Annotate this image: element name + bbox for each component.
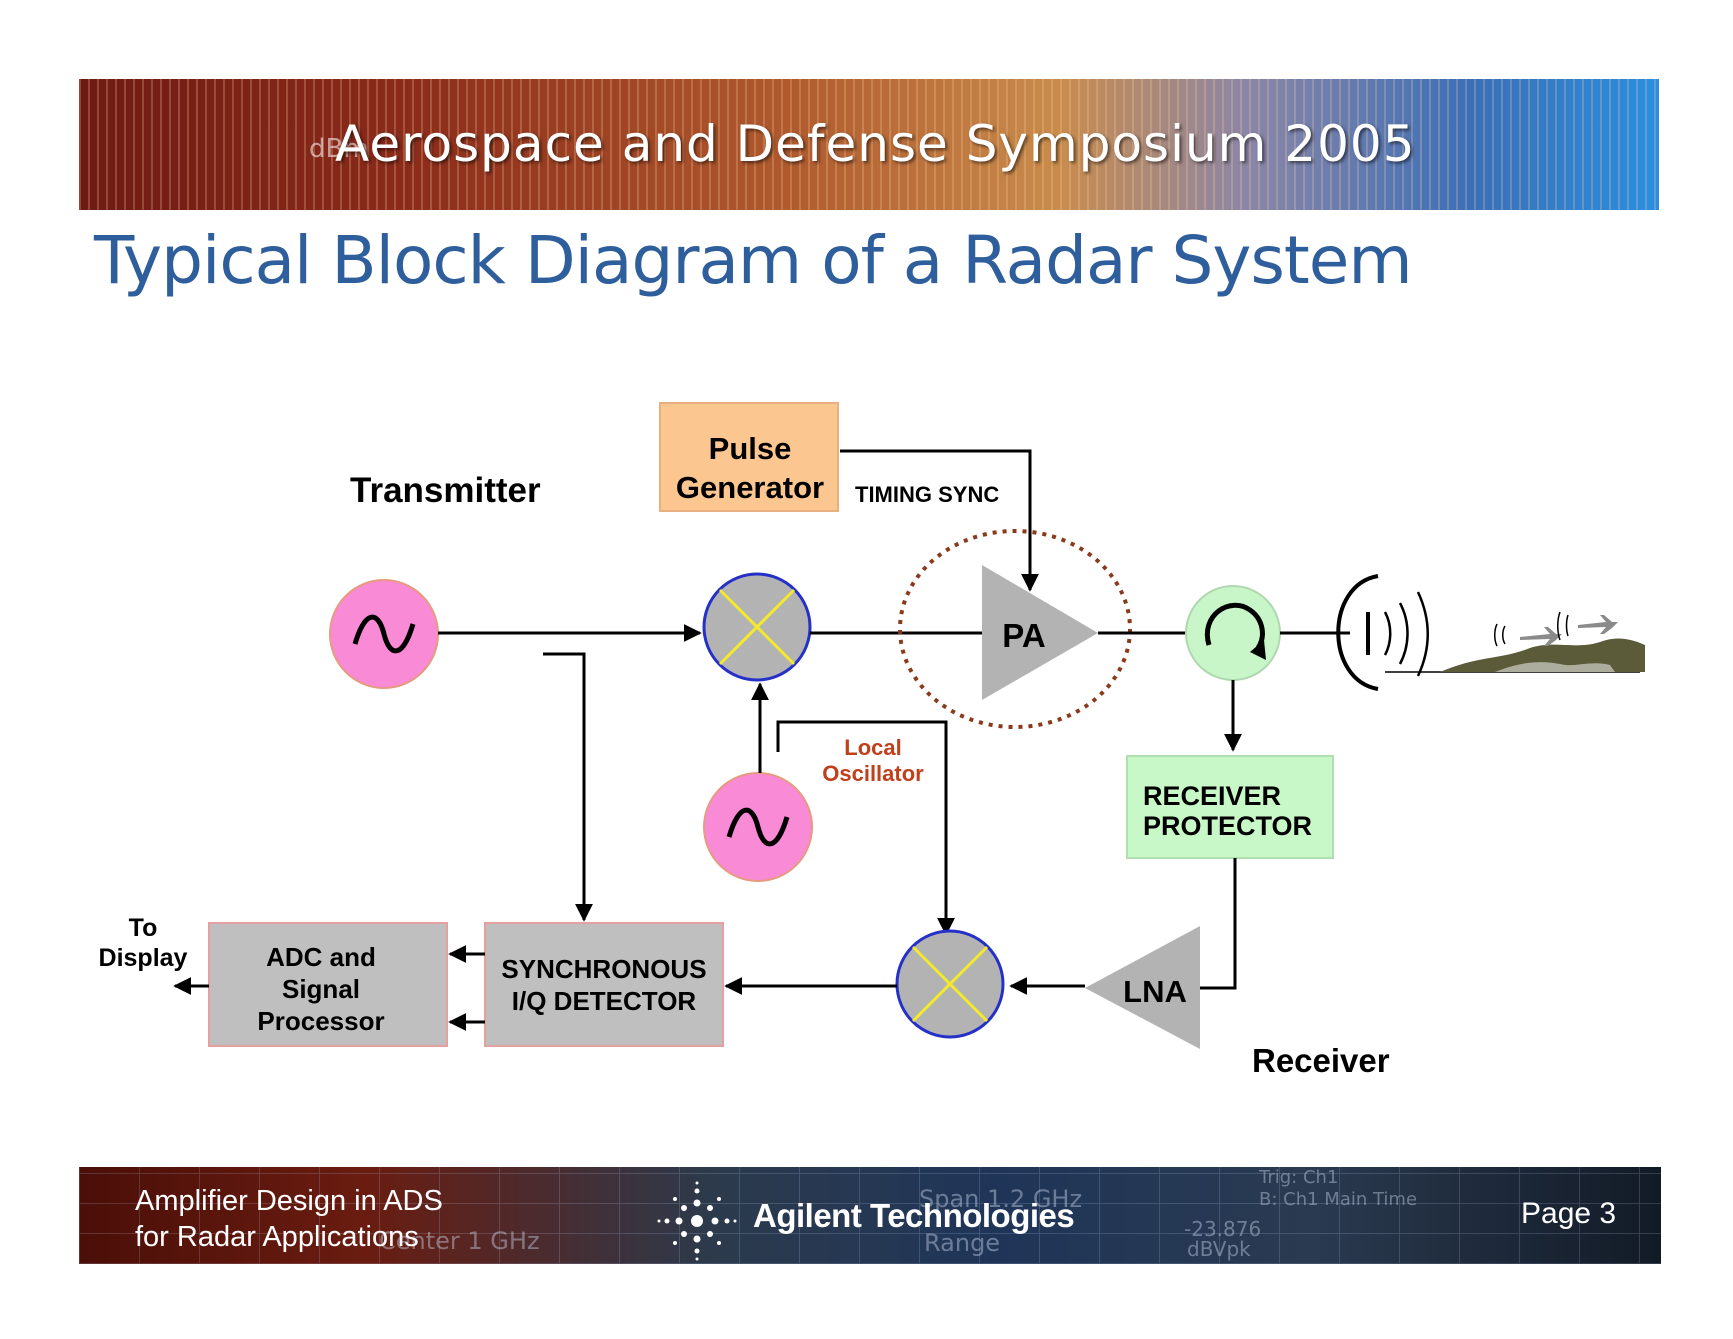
protector-to-lna-line bbox=[1200, 858, 1237, 990]
adc-signal-processor-block: ADC and Signal Processor bbox=[208, 922, 448, 1047]
course-title-line-2: for Radar Applications bbox=[135, 1221, 419, 1253]
adc-label-2: Signal bbox=[282, 974, 360, 1004]
receiver-protector-label-2: PROTECTOR bbox=[1143, 811, 1312, 841]
to-display-label-2: Display bbox=[99, 944, 188, 972]
iq-detector-label-2: I/Q DETECTOR bbox=[512, 986, 697, 1016]
reference-branch-line bbox=[543, 652, 593, 922]
receiver-protector-block: RECEIVER PROTECTOR bbox=[1126, 755, 1334, 859]
scope-time-text: B: Ch1 Main Time bbox=[1259, 1189, 1418, 1210]
scope-range-text: Range bbox=[924, 1229, 1001, 1257]
power-amplifier: PA bbox=[898, 529, 1132, 729]
timing-sync-label: TIMING SYNC bbox=[855, 482, 999, 507]
banner-title: Aerospace and Defense Symposium 2005 bbox=[335, 115, 1416, 173]
banner-unit: dBm bbox=[309, 134, 369, 164]
lo-to-downconverter-line bbox=[776, 720, 955, 936]
iq-detector-label-1: SYNCHRONOUS bbox=[501, 954, 706, 984]
antenna-icon bbox=[1336, 574, 1429, 691]
receiver-protector-label-1: RECEIVER bbox=[1143, 781, 1281, 811]
local-oscillator-label-1: Local bbox=[844, 735, 901, 760]
scope-trig-text: Trig: Ch1 bbox=[1259, 1167, 1339, 1188]
scope-level-text: -23.876 bbox=[1184, 1217, 1262, 1241]
circulator-arrow-icon bbox=[1204, 602, 1265, 650]
aircraft-icon bbox=[1520, 627, 1562, 646]
aircraft-icon-2 bbox=[1578, 615, 1618, 634]
sine-wave-icon-lo bbox=[726, 807, 790, 847]
scope-unit-text: dBVpk bbox=[1187, 1237, 1251, 1261]
transmitter-label: Transmitter bbox=[350, 471, 541, 510]
timing-sync-line bbox=[840, 449, 1039, 592]
company-name: Agilent Technologies bbox=[753, 1197, 1075, 1234]
course-title: Amplifier Design in ADS for Radar Applic… bbox=[135, 1183, 443, 1255]
pulse-generator-block: Pulse Generator bbox=[659, 402, 839, 512]
target-scene-icon bbox=[1385, 611, 1645, 673]
pulse-generator-label-1: Pulse bbox=[709, 431, 792, 466]
transmit-oscillator bbox=[329, 579, 439, 689]
upconverter-mixer bbox=[702, 572, 812, 682]
agilent-spark-logo-icon bbox=[657, 1181, 737, 1261]
pulse-generator-label-2: Generator bbox=[676, 470, 824, 505]
page-title: Typical Block Diagram of a Radar System bbox=[94, 222, 1413, 299]
receiver-label: Receiver bbox=[1252, 1042, 1390, 1079]
iq-detector-block: SYNCHRONOUS I/Q DETECTOR bbox=[484, 922, 724, 1047]
course-title-line-1: Amplifier Design in ADS bbox=[135, 1185, 443, 1217]
adc-label-1: ADC and bbox=[266, 942, 376, 972]
circulator bbox=[1185, 585, 1281, 681]
header-banner: dBm Aerospace and Defense Symposium 2005 bbox=[79, 79, 1659, 210]
to-display-label-1: To bbox=[129, 914, 158, 942]
local-oscillator-label-2: Oscillator bbox=[822, 761, 924, 786]
page-number: Page 3 bbox=[1521, 1197, 1617, 1230]
scope-grid-background bbox=[79, 1167, 1661, 1264]
downconverter-mixer bbox=[895, 929, 1005, 1039]
pa-label: PA bbox=[1002, 617, 1045, 654]
lna-label: LNA bbox=[1123, 974, 1187, 1009]
scope-span-text: Span 1.2 GHz bbox=[919, 1185, 1083, 1213]
low-noise-amplifier: LNA bbox=[1085, 926, 1200, 1049]
footer-banner: Span 1.2 GHz Center 1 GHz Range Trig: Ch… bbox=[79, 1167, 1661, 1264]
scope-center-text: Center 1 GHz bbox=[379, 1227, 540, 1255]
adc-label-3: Processor bbox=[257, 1006, 384, 1036]
spectrum-background bbox=[79, 79, 1659, 210]
sine-wave-icon bbox=[352, 614, 416, 654]
local-oscillator bbox=[703, 772, 813, 882]
